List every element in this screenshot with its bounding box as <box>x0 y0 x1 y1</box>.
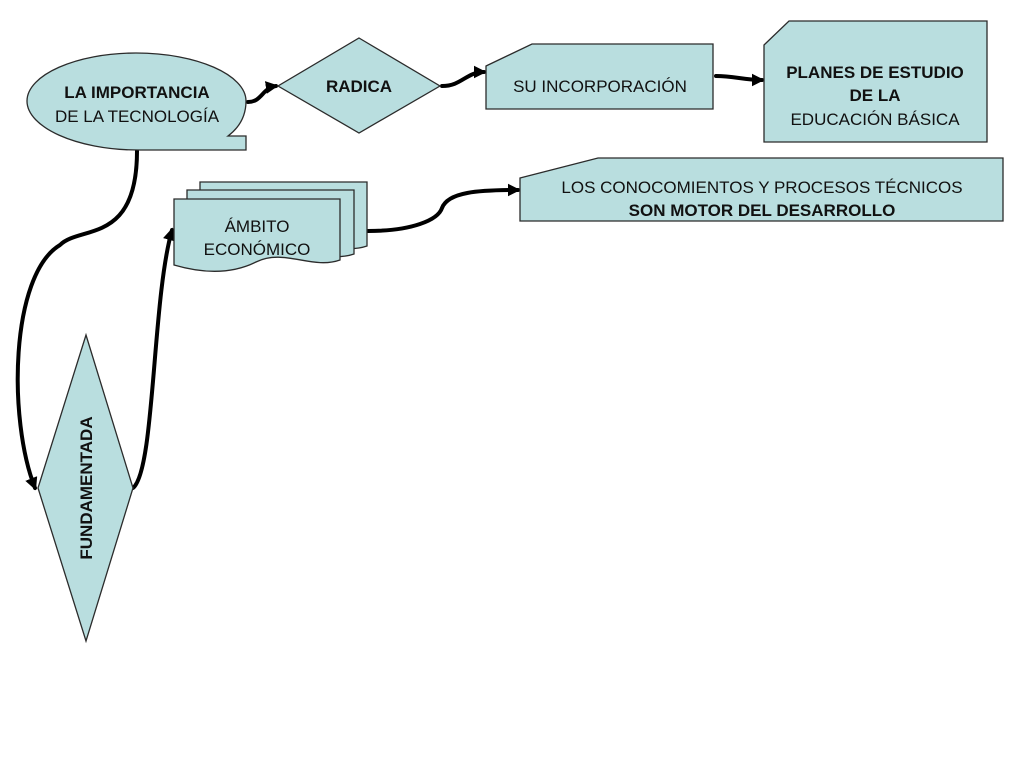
node-ambito-line-2: ECONÓMICO <box>204 240 311 259</box>
edge-radica-incorporacion <box>440 65 487 88</box>
edge-fundamentada-ambito <box>131 227 176 490</box>
node-importancia-line-1: LA IMPORTANCIA <box>64 83 209 102</box>
node-planes-line-1: PLANES DE ESTUDIO <box>786 63 964 82</box>
node-importancia-line-2: DE LA TECNOLOGÍA <box>55 107 220 126</box>
node-planes-shape <box>763 20 988 143</box>
node-incorporacion-shape <box>485 43 714 110</box>
node-conocimientos-shape <box>519 157 1004 222</box>
node-radica-shape <box>276 37 442 134</box>
node-importancia: LA IMPORTANCIA DE LA TECNOLOGÍA <box>26 52 247 151</box>
node-planes-line-2: DE LA <box>850 86 901 105</box>
node-importancia-shape <box>26 52 247 151</box>
edge-ambito-conocimientos <box>366 183 521 233</box>
edge-importancia-radica <box>246 81 279 104</box>
node-fundamentada-shape <box>37 332 134 644</box>
edge-incorporacion-planes <box>714 73 765 87</box>
node-radica: RADICA <box>276 37 442 134</box>
node-conocimientos-line-2: SON MOTOR DEL DESARROLLO <box>629 201 896 220</box>
node-ambito-front-sheet <box>173 198 341 273</box>
connectors <box>15 65 765 491</box>
node-fundamentada: FUNDAMENTADA <box>37 332 134 644</box>
node-ambito-line-1: ÁMBITO <box>225 217 290 236</box>
node-incorporacion-label: SU INCORPORACIÓN <box>513 77 687 96</box>
node-planes: PLANES DE ESTUDIO DE LA EDUCACIÓN BÁSICA <box>763 20 988 143</box>
node-planes-line-3: EDUCACIÓN BÁSICA <box>790 110 960 129</box>
edge-importancia-fundamentada <box>15 149 139 491</box>
node-conocimientos-line-1: LOS CONOCOMIENTOS Y PROCESOS TÉCNICOS <box>561 178 962 197</box>
node-radica-label: RADICA <box>326 77 392 96</box>
node-incorporacion: SU INCORPORACIÓN <box>485 43 714 110</box>
node-ambito: ÁMBITO ECONÓMICO <box>173 181 368 273</box>
node-fundamentada-label: FUNDAMENTADA <box>77 416 96 559</box>
node-conocimientos: LOS CONOCOMIENTOS Y PROCESOS TÉCNICOS SO… <box>519 157 1004 222</box>
